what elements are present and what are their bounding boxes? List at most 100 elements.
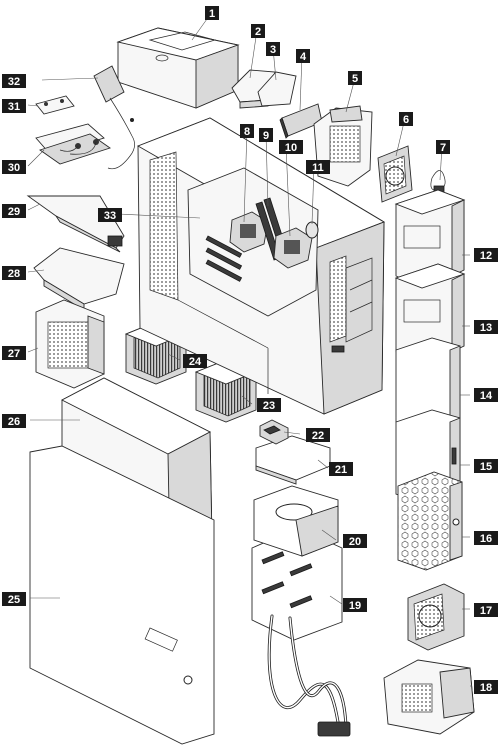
callout-box <box>98 208 122 222</box>
fan-bracket-part-18 <box>383 659 475 735</box>
callout-box <box>474 388 498 402</box>
callout-number: 8 <box>244 126 250 138</box>
callout-box <box>240 124 254 138</box>
callout-6: 6 <box>399 112 413 126</box>
wireless-card-part <box>35 95 75 115</box>
callout-13: 13 <box>474 320 498 334</box>
callout-18: 18 <box>474 680 498 694</box>
callout-number: 4 <box>300 51 307 63</box>
callout-box <box>399 112 413 126</box>
bay-cover-part-16 <box>397 471 463 571</box>
callout-number: 16 <box>480 533 492 545</box>
callout-29: 29 <box>2 204 26 218</box>
callout-box <box>183 354 207 368</box>
cpu-socket-part-10 <box>273 227 313 269</box>
callout-number: 33 <box>104 210 116 222</box>
callout-box <box>2 74 26 88</box>
pcie-card-part-28 <box>33 247 125 311</box>
callout-box <box>474 459 498 473</box>
callout-number: 24 <box>189 356 202 368</box>
callout-box <box>266 42 280 56</box>
callout-number: 6 <box>403 114 409 126</box>
callout-number: 30 <box>8 162 20 174</box>
callout-box <box>306 428 330 442</box>
callout-number: 17 <box>480 605 492 617</box>
callout-12: 12 <box>474 248 498 262</box>
callout-number: 3 <box>270 44 276 56</box>
callout-number: 12 <box>480 250 492 262</box>
callout-26: 26 <box>2 414 26 428</box>
callout-20: 20 <box>343 534 367 548</box>
callout-32: 32 <box>2 74 26 88</box>
callout-box <box>2 204 26 218</box>
callout-box <box>436 140 450 154</box>
callout-box <box>205 6 219 20</box>
data-cables-part <box>267 614 351 737</box>
callout-1: 1 <box>205 6 219 20</box>
callout-box <box>343 534 367 548</box>
callout-box <box>2 592 26 606</box>
callout-number: 9 <box>263 130 269 142</box>
callout-box <box>474 603 498 617</box>
callout-23: 23 <box>257 398 281 412</box>
callout-15: 15 <box>474 459 498 473</box>
callout-number: 2 <box>255 26 261 38</box>
callout-box <box>329 462 353 476</box>
drive-cage-part-13 <box>394 263 466 363</box>
callout-27: 27 <box>2 346 26 360</box>
ssd-part-21 <box>255 435 331 485</box>
callout-14: 14 <box>474 388 498 402</box>
callout-3: 3 <box>266 42 280 56</box>
callout-7: 7 <box>436 140 450 154</box>
callout-number: 18 <box>480 682 492 694</box>
callout-box <box>259 128 273 142</box>
callout-box <box>257 398 281 412</box>
callout-24: 24 <box>183 354 207 368</box>
callout-box <box>279 140 303 154</box>
callout-number: 13 <box>480 322 492 334</box>
callout-box <box>474 320 498 334</box>
wifi-card-part <box>35 123 112 165</box>
callout-box <box>474 248 498 262</box>
drive-cage-part-12 <box>394 189 466 287</box>
callout-number: 31 <box>8 101 20 113</box>
callout-5: 5 <box>348 71 362 85</box>
callout-number: 14 <box>480 390 493 402</box>
callout-number: 20 <box>349 536 361 548</box>
callout-box <box>343 598 367 612</box>
side-panel-part-25 <box>29 445 215 745</box>
callout-17: 17 <box>474 603 498 617</box>
callout-number: 22 <box>312 430 324 442</box>
callout-box <box>296 49 310 63</box>
callout-box <box>251 24 265 38</box>
callout-number: 23 <box>263 400 275 412</box>
callout-box <box>2 266 26 280</box>
callout-4: 4 <box>296 49 310 63</box>
callout-28: 28 <box>2 266 26 280</box>
callout-number: 7 <box>440 142 446 154</box>
callout-number: 10 <box>285 142 297 154</box>
callout-9: 9 <box>259 128 273 142</box>
callout-number: 21 <box>335 464 347 476</box>
callout-8: 8 <box>240 124 254 138</box>
callout-box <box>348 71 362 85</box>
callout-19: 19 <box>343 598 367 612</box>
callout-11: 11 <box>306 160 330 174</box>
callout-22: 22 <box>306 428 330 442</box>
callout-number: 5 <box>352 73 358 85</box>
coin-battery-part-11 <box>305 221 319 239</box>
callout-number: 32 <box>8 76 20 88</box>
callout-number: 29 <box>8 206 20 218</box>
callout-number: 25 <box>8 594 20 606</box>
callout-25: 25 <box>2 592 26 606</box>
callout-box <box>474 680 498 694</box>
callout-33: 33 <box>98 208 122 222</box>
callout-30: 30 <box>2 160 26 174</box>
bracket-part-3 <box>257 71 297 107</box>
fan-part-17 <box>407 583 465 651</box>
callout-number: 1 <box>209 8 215 20</box>
callout-16: 16 <box>474 531 498 545</box>
callout-box <box>2 99 26 113</box>
